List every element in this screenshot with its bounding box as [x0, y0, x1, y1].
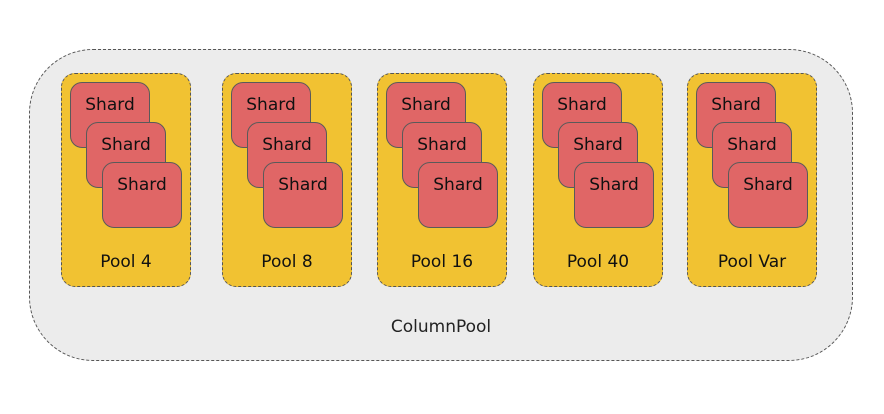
- pool-8: Shard Shard Shard Pool 8: [222, 73, 352, 287]
- shard: Shard: [263, 162, 343, 228]
- pool-16: Shard Shard Shard Pool 16: [377, 73, 507, 287]
- shard: Shard: [728, 162, 808, 228]
- pool-label: Pool 8: [261, 252, 313, 272]
- shard: Shard: [102, 162, 182, 228]
- shard: Shard: [574, 162, 654, 228]
- pool-label: Pool 4: [100, 252, 152, 272]
- shard: Shard: [418, 162, 498, 228]
- pool-var: Shard Shard Shard Pool Var: [687, 73, 817, 287]
- pool-label: Pool 40: [566, 252, 630, 272]
- pool-40: Shard Shard Shard Pool 40: [533, 73, 663, 287]
- column-pool-label: ColumnPool: [390, 317, 492, 337]
- pool-4: Shard Shard Shard Pool 4: [61, 73, 191, 287]
- column-pool-container: Shard Shard Shard Pool 4 Shard Shard Sha…: [29, 49, 853, 361]
- pool-label: Pool Var: [717, 252, 787, 272]
- pool-label: Pool 16: [410, 252, 474, 272]
